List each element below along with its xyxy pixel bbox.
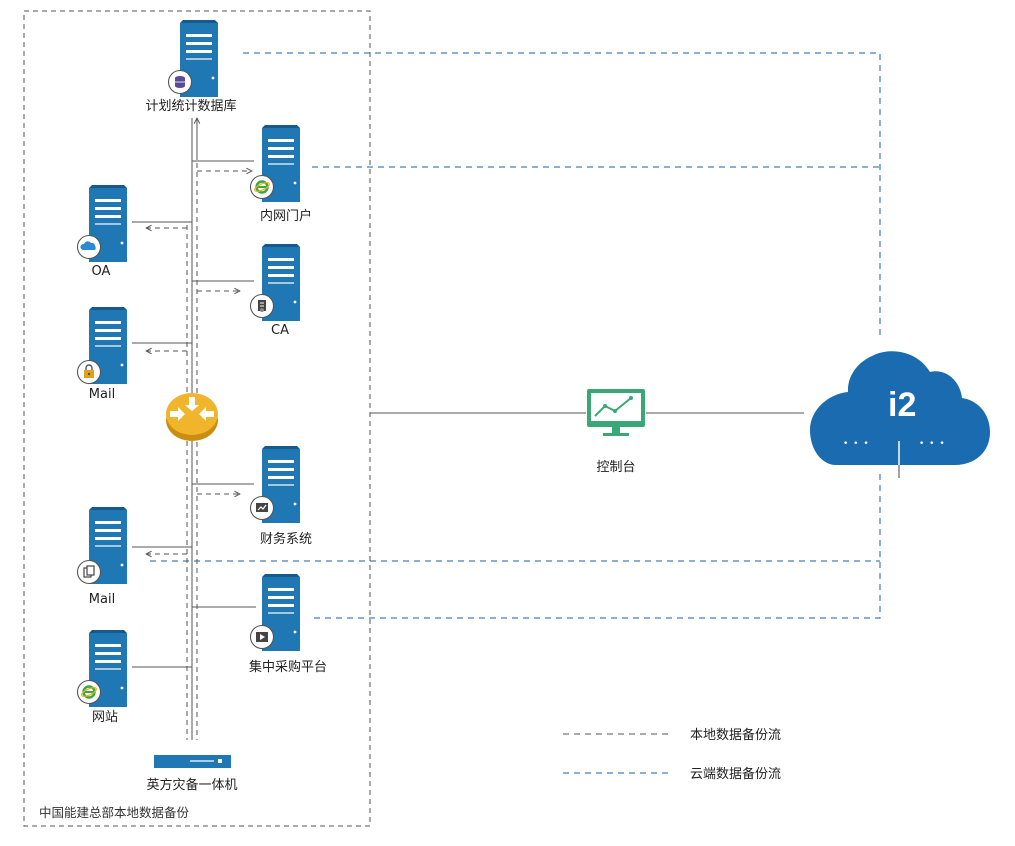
cloud-dots-right: • • • [919, 439, 946, 449]
server-mail-top[interactable] [76, 307, 128, 385]
label-finance: 财务系统 [259, 532, 313, 547]
server-plan-db[interactable] [167, 20, 219, 97]
ie-icon [76, 679, 102, 705]
server-website[interactable] [76, 630, 128, 707]
chart-icon [249, 495, 275, 521]
label-console: 控制台 [596, 460, 636, 475]
appliance-device[interactable] [154, 755, 231, 768]
certificate-icon [249, 293, 275, 319]
video-icon [249, 624, 275, 650]
cloud-backup-lines [150, 52, 881, 619]
console-monitor-icon[interactable] [587, 389, 645, 436]
database-icon [167, 69, 193, 95]
cloud-label: i2 [888, 386, 917, 424]
right-branches [192, 160, 256, 608]
legend-cloud-label: 云端数据备份流 [690, 767, 782, 782]
cloud-storage-icon[interactable] [810, 351, 990, 480]
label-ca: CA [271, 323, 289, 338]
label-mail-top: Mail [88, 387, 116, 402]
server-finance[interactable] [249, 446, 301, 523]
cloud-icon [76, 234, 102, 260]
label-procurement: 集中采购平台 [248, 660, 328, 675]
label-intranet: 内网门户 [259, 209, 313, 224]
label-appliance: 英方灾备一体机 [146, 778, 238, 793]
router-icon[interactable] [166, 393, 218, 441]
label-mail-bottom: Mail [88, 592, 116, 607]
ie-icon [249, 174, 275, 200]
documents-icon [76, 559, 102, 585]
legend-local-label: 本地数据备份流 [690, 728, 782, 743]
server-procurement[interactable] [249, 574, 301, 651]
label-website: 网站 [91, 710, 119, 725]
server-mail-bottom[interactable] [76, 507, 128, 585]
lock-icon [76, 359, 102, 385]
cloud-dots-left: • • • [843, 439, 870, 449]
cloud-line-procurement [314, 470, 881, 619]
server-oa[interactable] [76, 185, 128, 262]
label-plan-db: 计划统计数据库 [145, 99, 237, 114]
label-oa: OA [91, 264, 111, 279]
server-intranet[interactable] [249, 125, 301, 202]
region-label: 中国能建总部本地数据备份 [39, 805, 190, 820]
server-ca[interactable] [249, 244, 301, 321]
cloud-line-plan-db [243, 52, 881, 340]
local-region-border [23, 10, 371, 827]
left-branches [132, 221, 192, 668]
